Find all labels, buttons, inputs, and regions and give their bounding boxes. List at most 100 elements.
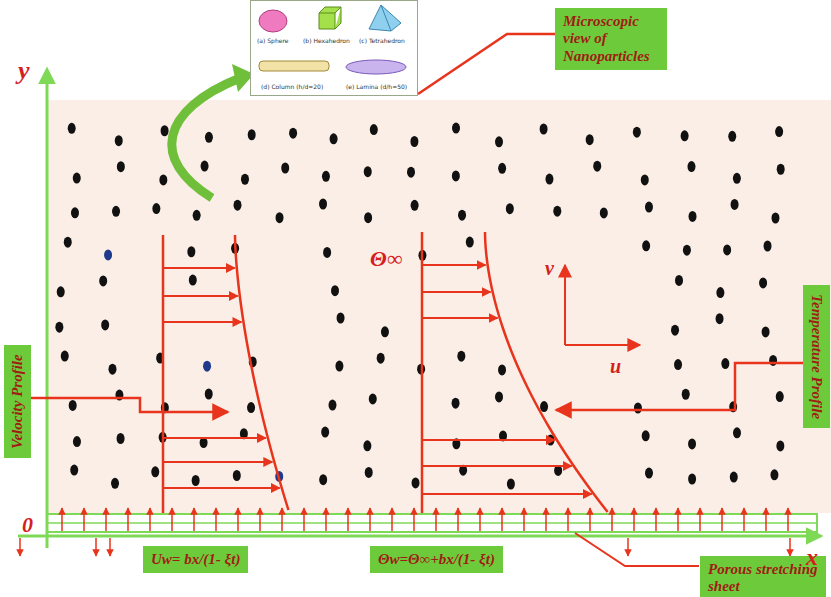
nanoparticle (771, 212, 779, 223)
nanoparticle (117, 161, 125, 172)
box-text: Temperature Profile (808, 294, 825, 419)
temperature-arrow (422, 465, 572, 467)
nanoparticle (117, 433, 125, 444)
shape-label: (c) Tetrahedron (359, 37, 405, 44)
suction-arrow (237, 508, 239, 531)
nanoparticle (331, 285, 339, 296)
nanoparticle (759, 277, 767, 288)
suction-arrow (171, 508, 173, 531)
nanoparticle (281, 162, 289, 173)
nanoparticle (337, 313, 345, 324)
label-box: Uw= bx/(1- ξt) (143, 546, 248, 573)
nanoparticle (458, 210, 466, 221)
nanoparticle (73, 436, 81, 447)
nanoparticle (319, 199, 327, 210)
nanoparticle (152, 203, 160, 214)
temperature-arrow (422, 439, 555, 441)
temperature-arrow (422, 264, 486, 266)
nanoparticle (683, 245, 691, 256)
down-arrow (109, 538, 111, 556)
nanoparticle (764, 240, 772, 251)
sphere (259, 10, 287, 32)
leader-line (575, 533, 699, 566)
nanoparticle (642, 430, 650, 441)
nanoparticle (452, 170, 460, 181)
nanoparticle (233, 470, 241, 481)
nanoparticle (641, 174, 649, 185)
suction-arrow (215, 508, 217, 531)
down-arrow (19, 538, 21, 556)
suction-arrow (699, 508, 701, 531)
suction-arrow (479, 508, 481, 531)
suction-arrow (633, 508, 635, 531)
box-text: Velocity Profile (9, 354, 26, 449)
box-text: Θw=Θ∞+bx/(1- ξt) (378, 551, 495, 568)
column (259, 61, 329, 71)
axis-label: x (806, 545, 818, 569)
nanoparticle (540, 123, 548, 134)
velocity-arrow (163, 267, 235, 269)
v-arrow (564, 265, 566, 345)
down-arrow (627, 538, 629, 556)
label-box: Θw=Θ∞+bx/(1- ξt) (370, 546, 503, 573)
velocity-arrow (163, 321, 241, 323)
nanoparticle (241, 174, 249, 185)
suction-arrow (127, 508, 129, 531)
leader-line (30, 398, 228, 412)
nanoparticle (411, 200, 419, 211)
nanoparticle (731, 199, 739, 210)
nanoparticle (328, 400, 336, 411)
label-box: Velocity Profile (4, 345, 31, 458)
nanoparticle (586, 134, 594, 145)
nanoparticle (322, 171, 330, 182)
shape-label: (e) Lamina (d/h=50) (346, 83, 407, 90)
x-axis (18, 535, 820, 538)
temperature-arrow (422, 291, 491, 293)
symbol-label: Θ∞ (370, 248, 402, 270)
nanoparticle (689, 211, 697, 222)
nanoparticle (111, 478, 119, 489)
nanoparticle (276, 212, 284, 223)
nanoparticle (687, 161, 695, 172)
nanoparticle (642, 240, 650, 251)
nanoparticle (721, 358, 729, 369)
nanoparticle (64, 237, 72, 248)
symbol-label: u (610, 356, 621, 376)
nanoparticle (203, 361, 211, 372)
nanoparticle (600, 207, 608, 218)
nanoparticles (55, 123, 784, 490)
nanoparticle (776, 440, 784, 451)
nanoparticle (289, 128, 297, 139)
nanoparticle (192, 475, 200, 486)
nanoparticle (112, 206, 120, 217)
nanoparticle (674, 359, 682, 370)
nanoparticle (369, 393, 377, 404)
box-text: Uw= bx/(1- ξt) (151, 551, 240, 568)
fluid-region (47, 100, 831, 513)
suction-arrow (787, 508, 789, 531)
temperature-arrow (422, 317, 498, 319)
shape-label: (a) Sphere (257, 37, 288, 44)
nanoparticle (319, 474, 327, 485)
velocity-arrow (163, 487, 280, 489)
nanoparticle (61, 351, 69, 362)
nanoparticle (593, 161, 601, 172)
nanoparticle (688, 438, 696, 449)
nanoparticle (733, 173, 741, 184)
nanoparticle (363, 440, 371, 451)
velocity-arrow (163, 461, 272, 463)
velocity-arrow (163, 295, 238, 297)
suction-arrow (413, 508, 415, 531)
nanoparticle (321, 427, 329, 438)
y-axis (46, 70, 49, 548)
suction-arrow (105, 508, 107, 531)
nanoparticle (682, 389, 690, 400)
nanoparticle (776, 391, 784, 402)
nanoparticle (730, 472, 738, 483)
nanoparticle (507, 478, 515, 489)
nanoparticle (70, 465, 78, 476)
velocity-arrow (163, 437, 266, 439)
box-text: Microscopic view of Nanoparticles (563, 13, 659, 65)
nanoparticle (159, 174, 167, 185)
suction-arrow (435, 508, 437, 531)
